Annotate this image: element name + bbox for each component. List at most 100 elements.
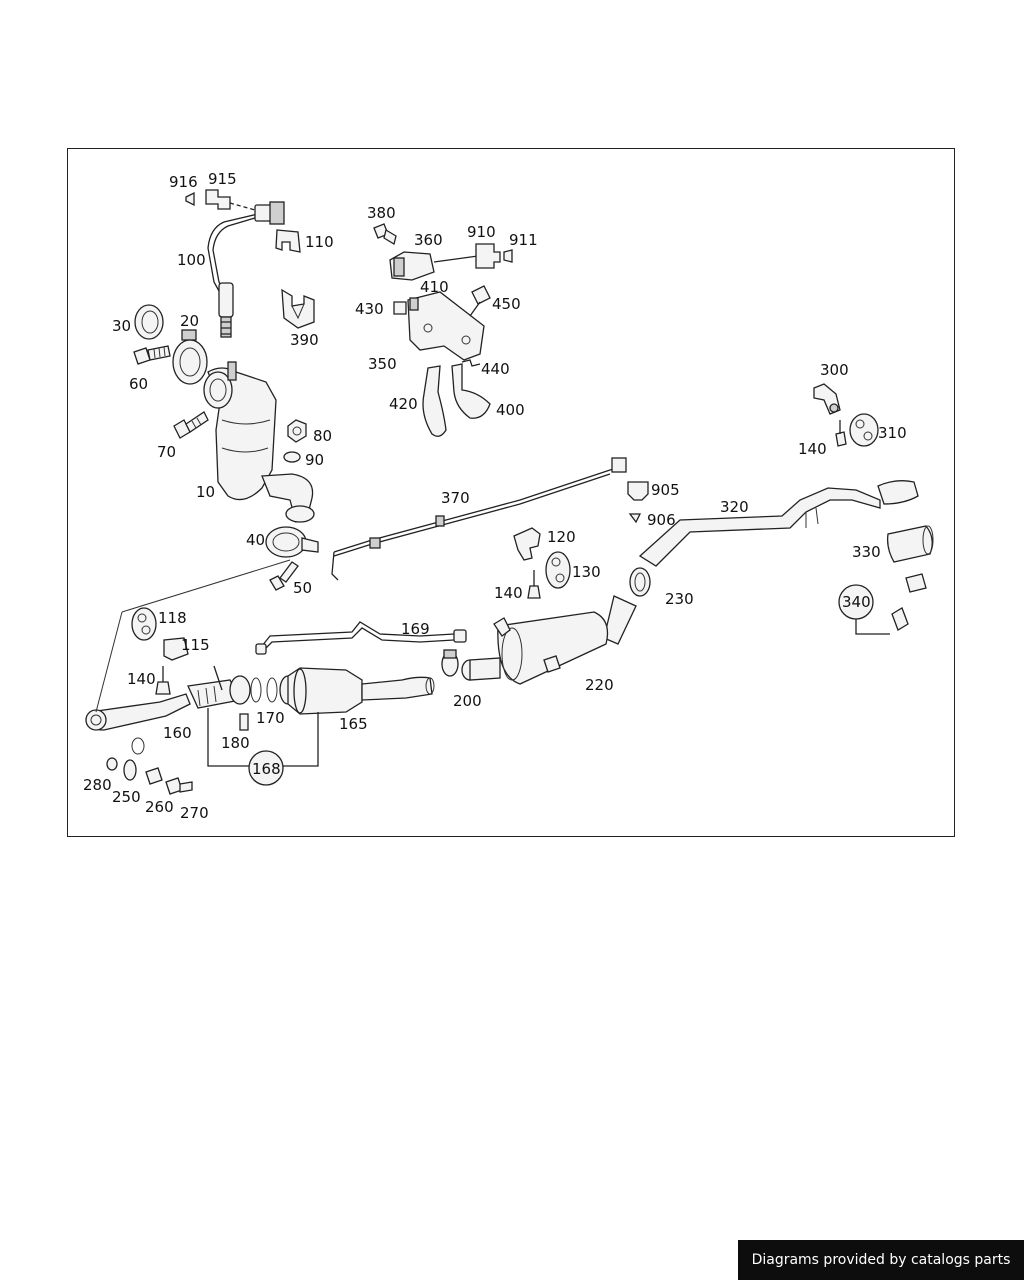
label-340: 340 xyxy=(842,593,871,611)
nut-80 xyxy=(287,419,307,443)
label-220: 220 xyxy=(585,676,614,694)
part-labels: 916 915 110 100 380 360 910 911 410 450 … xyxy=(83,170,907,822)
bracket-350 xyxy=(407,291,485,361)
tail-pipe-320 xyxy=(638,480,919,567)
clamp-40 xyxy=(265,526,319,558)
label-300: 300 xyxy=(820,361,849,379)
sensor-line-370 xyxy=(331,457,627,581)
clamp-200 xyxy=(441,649,459,677)
label-910: 910 xyxy=(467,223,496,241)
label-905: 905 xyxy=(651,481,680,499)
label-380: 380 xyxy=(367,204,396,222)
bolt-140-front xyxy=(155,666,171,695)
label-350: 350 xyxy=(368,355,397,373)
screw-380 xyxy=(373,223,397,246)
label-110: 110 xyxy=(305,233,334,251)
catalyst-165 xyxy=(279,667,435,715)
diagram-frame xyxy=(67,148,955,837)
spring-clip-440 xyxy=(461,359,481,367)
clip-110 xyxy=(275,229,301,253)
label-420: 420 xyxy=(389,395,418,413)
clamp-230 xyxy=(629,567,651,597)
label-230: 230 xyxy=(665,590,694,608)
exhaust-system-diagram: 916 915 110 100 380 360 910 911 410 450 … xyxy=(83,170,934,822)
hanger-120 xyxy=(513,527,541,561)
label-450: 450 xyxy=(492,295,521,313)
label-330: 330 xyxy=(852,543,881,561)
label-70: 70 xyxy=(157,443,176,461)
rubber-mount-118 xyxy=(131,607,157,641)
label-200: 200 xyxy=(453,692,482,710)
tailpipe-end-330 xyxy=(886,525,934,563)
bolt-50 xyxy=(269,561,299,591)
label-60: 60 xyxy=(129,375,148,393)
label-118: 118 xyxy=(158,609,187,627)
label-440: 440 xyxy=(481,360,510,378)
label-916: 916 xyxy=(169,173,198,191)
label-100: 100 xyxy=(177,251,206,269)
kit-340 xyxy=(838,573,927,635)
label-270: 270 xyxy=(180,804,209,822)
catalytic-converter-10 xyxy=(203,361,315,524)
label-40: 40 xyxy=(246,531,265,549)
label-310: 310 xyxy=(878,424,907,442)
seal-30 xyxy=(134,304,164,340)
label-170: 170 xyxy=(256,709,285,727)
bolt-60 xyxy=(133,345,171,365)
washer-90 xyxy=(283,451,301,463)
label-911: 911 xyxy=(509,231,538,249)
connector-910 xyxy=(475,243,501,269)
label-115: 115 xyxy=(181,636,210,654)
label-120: 120 xyxy=(547,528,576,546)
oxygen-sensor-100 xyxy=(207,201,285,338)
clip-390 xyxy=(281,288,315,329)
leader-line-118 xyxy=(95,559,291,713)
pin-906 xyxy=(628,513,642,524)
label-410: 410 xyxy=(420,278,449,296)
bolt-270 xyxy=(165,777,193,795)
pressure-pipe-169 xyxy=(255,621,467,655)
bolt-140-mid xyxy=(527,570,541,599)
label-168: 168 xyxy=(252,760,281,778)
label-390: 390 xyxy=(290,331,319,349)
label-360: 360 xyxy=(414,231,443,249)
kit-168 xyxy=(207,708,319,786)
bushing-250 xyxy=(123,737,145,781)
label-80: 80 xyxy=(313,427,332,445)
valve-360 xyxy=(389,251,479,281)
pin-911 xyxy=(503,249,513,263)
gasket-180 xyxy=(239,713,249,731)
bolt-450 xyxy=(469,285,491,317)
label-430: 430 xyxy=(355,300,384,318)
label-915: 915 xyxy=(208,170,237,188)
label-320: 320 xyxy=(720,498,749,516)
label-20: 20 xyxy=(180,312,199,330)
credit-text: Diagrams provided by catalogs parts xyxy=(751,1252,1011,1268)
credit-badge: Diagrams provided by catalogs parts xyxy=(738,1240,1024,1280)
muffler-220 xyxy=(461,595,637,685)
hose-420 xyxy=(422,365,447,437)
label-30: 30 xyxy=(112,317,131,335)
rubber-mount-130 xyxy=(545,551,571,589)
clamp-20 xyxy=(172,329,208,385)
label-50: 50 xyxy=(293,579,312,597)
label-130: 130 xyxy=(572,563,601,581)
clamp-430 xyxy=(393,301,407,315)
connector-905 xyxy=(627,481,649,501)
spacer-260 xyxy=(145,767,163,785)
hanger-300 xyxy=(813,383,841,415)
pin-916 xyxy=(185,191,195,207)
label-250: 250 xyxy=(112,788,141,806)
rubber-mount-310 xyxy=(849,413,879,447)
label-160: 160 xyxy=(163,724,192,742)
hanger-115 xyxy=(163,637,189,661)
label-180: 180 xyxy=(221,734,250,752)
label-400: 400 xyxy=(496,401,525,419)
label-906: 906 xyxy=(647,511,676,529)
front-pipe-160 xyxy=(85,679,241,731)
bolt-140-rear xyxy=(835,420,847,447)
connector-915 xyxy=(205,189,256,211)
label-280: 280 xyxy=(83,776,112,794)
flange-170 xyxy=(213,665,278,705)
label-140-rear: 140 xyxy=(798,440,827,458)
